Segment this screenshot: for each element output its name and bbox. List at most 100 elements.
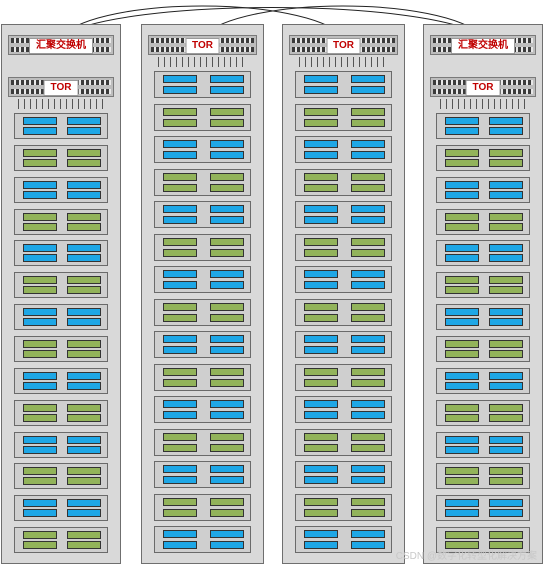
tor-switch-label: TOR [185,38,220,54]
drive-bay [445,149,479,157]
drive-bay [210,108,244,116]
drive-bay [445,276,479,284]
drive-bay [163,541,197,549]
drive-bay [351,368,385,376]
drive-bay [23,254,57,262]
drive-bay [445,499,479,507]
tor-switch-label: TOR [326,38,361,54]
server-green [14,400,108,426]
drive-bay [489,286,523,294]
server-blue [436,240,530,266]
drive-bay [445,191,479,199]
drive-bay [351,270,385,278]
drive-bay [67,350,101,358]
drive-bay [445,223,479,231]
drive-bay [210,119,244,127]
drive-bay [445,467,479,475]
server-green [154,429,251,456]
server-blue [154,396,251,423]
drive-bay [351,86,385,94]
drive-bay [67,286,101,294]
drive-bay [304,530,338,538]
server-blue [436,495,530,521]
server-blue [295,136,392,163]
drive-bay [210,368,244,376]
drive-bay [210,151,244,159]
drive-bay [489,191,523,199]
drive-bay [67,340,101,348]
drive-bay [67,276,101,284]
server-green [14,463,108,489]
drive-bay [489,372,523,380]
drive-bay [351,281,385,289]
drive-bay [23,404,57,412]
drive-bay [23,127,57,135]
drive-bay [445,213,479,221]
drive-bay [351,509,385,517]
drive-bay [445,446,479,454]
patch-cables [440,99,526,109]
drive-bay [210,476,244,484]
drive-bay [351,249,385,257]
drive-bay [163,140,197,148]
server-green [436,209,530,235]
drive-bay [67,531,101,539]
drive-bay [23,509,57,517]
drive-bay [445,127,479,135]
drive-bay [67,223,101,231]
drive-bay [210,433,244,441]
drive-bay [67,436,101,444]
drive-bay [304,216,338,224]
drive-bay [210,465,244,473]
server-blue [295,201,392,228]
drive-bay [304,119,338,127]
drive-bay [67,509,101,517]
drive-bay [445,181,479,189]
server-green [436,463,530,489]
drive-bay [210,498,244,506]
drive-bay [304,368,338,376]
drive-bay [351,205,385,213]
drive-bay [210,379,244,387]
drive-bay [489,149,523,157]
drive-bay [304,400,338,408]
drive-bay [67,191,101,199]
drive-bay [210,530,244,538]
drive-bay [351,303,385,311]
drive-bay [304,281,338,289]
drive-bay [23,350,57,358]
drive-bay [351,530,385,538]
patch-cables [299,57,388,67]
drive-bay [67,213,101,221]
drive-bay [351,314,385,322]
drive-bay [163,433,197,441]
drive-bay [489,446,523,454]
server-green [154,104,251,131]
drive-bay [67,318,101,326]
drive-bay [23,149,57,157]
drive-bay [489,382,523,390]
drive-bay [210,238,244,246]
drive-bay [489,244,523,252]
drive-bay [210,173,244,181]
drive-bay [23,340,57,348]
drive-bay [210,86,244,94]
drive-bay [210,140,244,148]
drive-bay [163,216,197,224]
server-blue [295,71,392,98]
drive-bay [163,270,197,278]
drive-bay [163,119,197,127]
drive-bay [445,159,479,167]
watermark: CSDN @数字化转型化解决方案 [395,551,537,562]
drive-bay [489,350,523,358]
drive-bay [23,382,57,390]
drive-bay [210,184,244,192]
server-green [154,169,251,196]
server-green [295,299,392,326]
drive-bay [304,465,338,473]
drive-bay [210,281,244,289]
drive-bay [163,444,197,452]
server-blue [154,461,251,488]
